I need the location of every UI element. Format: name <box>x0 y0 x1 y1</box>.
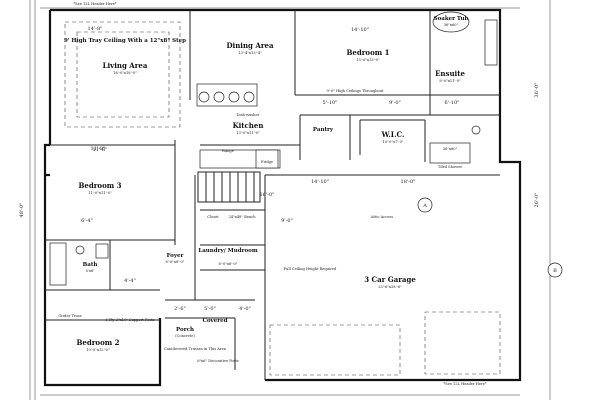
bench-label: 24"x48" Bench <box>228 215 256 219</box>
pantry-label: Pantry <box>313 127 334 133</box>
laundry-label: Laundry/ Mudroom <box>198 248 257 254</box>
svg-text:A: A <box>422 203 427 209</box>
ceiling-note: 9'-0" High Ceilings Throughout <box>327 89 385 93</box>
bedroom-2-dims: 10'-0"x12'-0" <box>86 348 110 352</box>
header-note-bottom: *See 12L Header Here* <box>443 382 487 386</box>
dim-label: 5'-10" <box>323 100 338 106</box>
svg-text:B: B <box>553 268 557 274</box>
bath-fixtures <box>49 242 109 286</box>
fridge-label: Fridge <box>261 160 273 164</box>
kitchen-fixtures <box>196 83 281 169</box>
living-area-label: Living Area <box>103 61 148 70</box>
dim-label: 6'-4" <box>81 218 93 224</box>
dim-label: 26'-0" <box>534 193 540 208</box>
dim-label: 14'-10" <box>311 179 329 185</box>
bedroom-1-dims: 15'-0"x13'-0" <box>356 58 380 62</box>
ensuite-label: Ensuite <box>435 69 465 78</box>
tray-ceiling-outline <box>64 21 181 128</box>
exterior-walls <box>43 8 522 387</box>
shower-label: Tiled Shower <box>438 165 462 169</box>
garage-dims: 23'-6"x28'-6" <box>378 285 402 289</box>
wic-label: W.I.C. <box>381 130 405 139</box>
living-ceiling-note: 9' High Tray Ceiling With a 12"x8" Step <box>64 38 186 44</box>
bedroom-3-dims: 11'-0"x11'-0" <box>88 191 112 195</box>
bath-dims: 5'x8' <box>86 269 95 273</box>
dim-label: 9'-0" <box>281 218 293 224</box>
foyer-dims: 6'-0"x8'-0" <box>166 260 185 264</box>
soaker-tub-label: Soaker Tub <box>434 16 469 22</box>
decorative-posts-note: 6"x6" Decorative Posts <box>197 359 239 363</box>
header-note-top: *See 12L Header Here* <box>73 2 117 6</box>
living-width: 14'-8" <box>88 26 103 32</box>
section-marker-a: A <box>417 197 433 213</box>
bedroom-1-width: 14'-10" <box>351 27 369 33</box>
dim-label: 16'-0" <box>260 192 275 198</box>
outer-dimension-lines <box>29 0 551 400</box>
porch-sub-label: (Concrete) <box>175 334 195 338</box>
garage-label: 3 Car Garage <box>364 275 416 284</box>
garage-door-right <box>424 311 501 375</box>
dim-label: 11'-8" <box>91 146 106 152</box>
covered-label: Covered <box>203 318 228 324</box>
ensuite-dims: 8'-0"x11'-0" <box>439 79 461 83</box>
wic-dims: 10'-0"x7'-0" <box>382 140 404 144</box>
kitchen-label: Kitchen <box>233 121 264 130</box>
girder-truss-note: Girder Truss <box>58 314 81 318</box>
section-marker-b: B <box>547 262 563 278</box>
support-posts-note: 3 Ply 2"x10" Support Posts <box>106 318 155 322</box>
dim-label: 18'-0" <box>401 179 416 185</box>
dim-label: 2'-6" <box>174 306 186 312</box>
garage-ceiling-note: Full Ceiling Height Required <box>284 267 337 271</box>
dim-label: 48'-0" <box>19 203 25 218</box>
ensuite-fixtures <box>429 11 498 164</box>
dining-area-label: Dining Area <box>226 41 273 50</box>
dim-label: 9'-0" <box>389 100 401 106</box>
living-area-dims: 16'-0"x18'-0" <box>113 71 137 75</box>
stairs <box>197 171 261 203</box>
interior-walls <box>45 10 500 380</box>
porch-label: Porch <box>176 327 194 333</box>
bath-label: Bath <box>83 262 98 268</box>
dim-label: 36'-0" <box>534 83 540 98</box>
foyer-label: Foyer <box>167 253 184 259</box>
bedroom-1-label: Bedroom 1 <box>346 48 389 57</box>
bedroom-3-width: 11'-8" <box>93 147 108 153</box>
dining-area-dims: 13'-4"x13'-4" <box>238 51 262 55</box>
laundry-dims: 8'-0"x8'-0" <box>219 262 238 266</box>
soaker-tub-size: 36"x60" <box>444 23 459 27</box>
dim-label: 4'-0" <box>239 306 251 312</box>
bedroom-2-label: Bedroom 2 <box>76 338 119 347</box>
cantilever-note: Cantilevered Trusses in This Area <box>164 347 227 351</box>
dim-label: 6'-10" <box>445 100 460 106</box>
shower-size: 36"x60" <box>443 147 458 151</box>
dishwasher-label: Dish-washer <box>237 113 260 117</box>
range-label: Range <box>222 149 234 153</box>
closet-label: Closet <box>207 215 219 219</box>
garage-door-left <box>269 324 401 376</box>
bedroom-3-label: Bedroom 3 <box>78 181 121 190</box>
attic-access-label: Attic Access <box>370 215 393 219</box>
dim-label: 4'-4" <box>124 278 136 284</box>
dim-label: 5'-0" <box>204 306 216 312</box>
kitchen-dims: 13'-0"x11'-0" <box>236 131 260 135</box>
